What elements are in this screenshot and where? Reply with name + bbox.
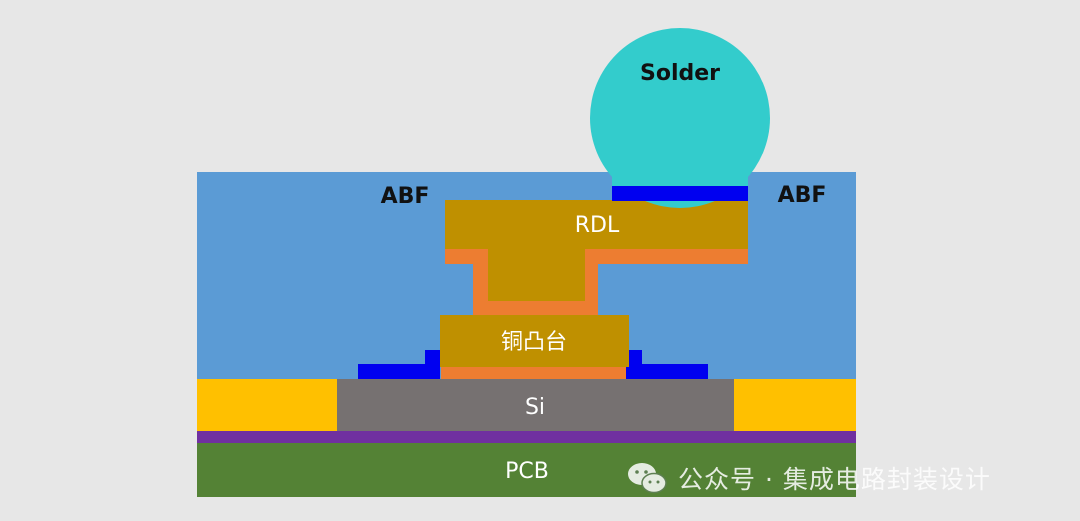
die-pad [441,367,626,379]
si-label: Si [525,395,545,420]
pcb-layer [197,443,856,497]
passivation-left [358,364,440,379]
yellow-block-right [734,379,856,431]
si-die [337,379,734,431]
abf-opening [612,172,748,186]
copper-pillar [440,315,629,367]
copper-pillar-label: 铜凸台 [501,330,567,355]
pcb-label: PCB [505,459,549,484]
rdl-label: RDL [575,213,620,238]
wechat-icon [628,463,667,494]
passivation-right [626,364,708,379]
solder-ball [590,28,770,208]
watermark-text: 公众号 · 集成电路封装设计 [678,465,991,494]
watermark: 公众号 · 集成电路封装设计 [626,458,991,498]
abf-label-right: ABF [778,183,827,208]
yellow-block-left [197,379,337,431]
ubm-pad [612,186,748,201]
abf-label-left: ABF [381,184,430,209]
solder-label: Solder [640,61,720,86]
rdl-copper [445,200,748,301]
die-attach-layer [197,431,856,443]
